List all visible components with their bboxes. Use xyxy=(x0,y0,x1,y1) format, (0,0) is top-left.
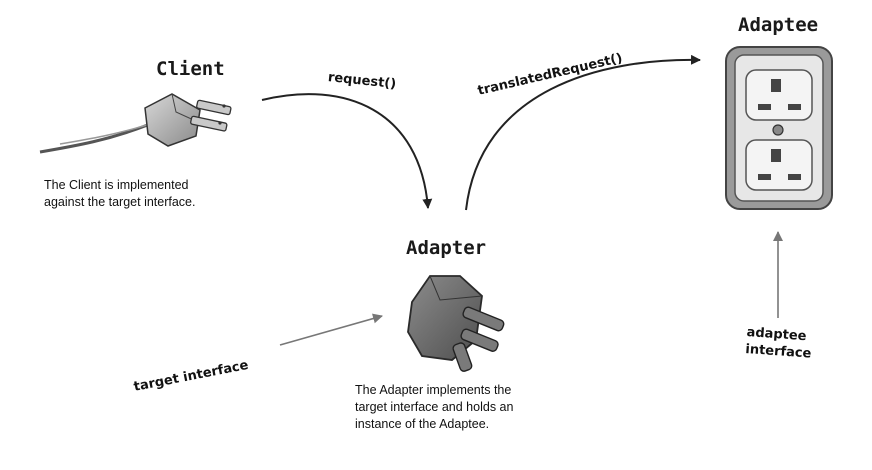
client-title: Client xyxy=(156,58,225,80)
adaptee-outlet-icon xyxy=(725,46,833,210)
adapter-note: The Adapter implements the target interf… xyxy=(355,382,513,433)
client-note-line-1: The Client is implemented xyxy=(44,178,189,192)
adaptee-title: Adaptee xyxy=(738,14,819,36)
adapter-note-line-3: instance of the Adaptee. xyxy=(355,417,490,431)
translated-request-arrow xyxy=(465,54,701,211)
client-note-line-2: against the target interface. xyxy=(44,195,196,209)
client-plug-icon xyxy=(39,93,232,154)
adapter-note-line-2: target interface and holds an xyxy=(355,400,514,414)
adapter-title: Adapter xyxy=(406,237,487,259)
adapter-plug-icon xyxy=(407,275,505,372)
adapter-note-line-1: The Adapter implements the xyxy=(355,383,512,397)
request-arrow xyxy=(261,93,433,209)
client-note: The Client is implemented against the ta… xyxy=(44,177,195,211)
adaptee-interface-label: adaptee interface xyxy=(745,324,813,363)
target-interface-pointer xyxy=(279,313,383,346)
